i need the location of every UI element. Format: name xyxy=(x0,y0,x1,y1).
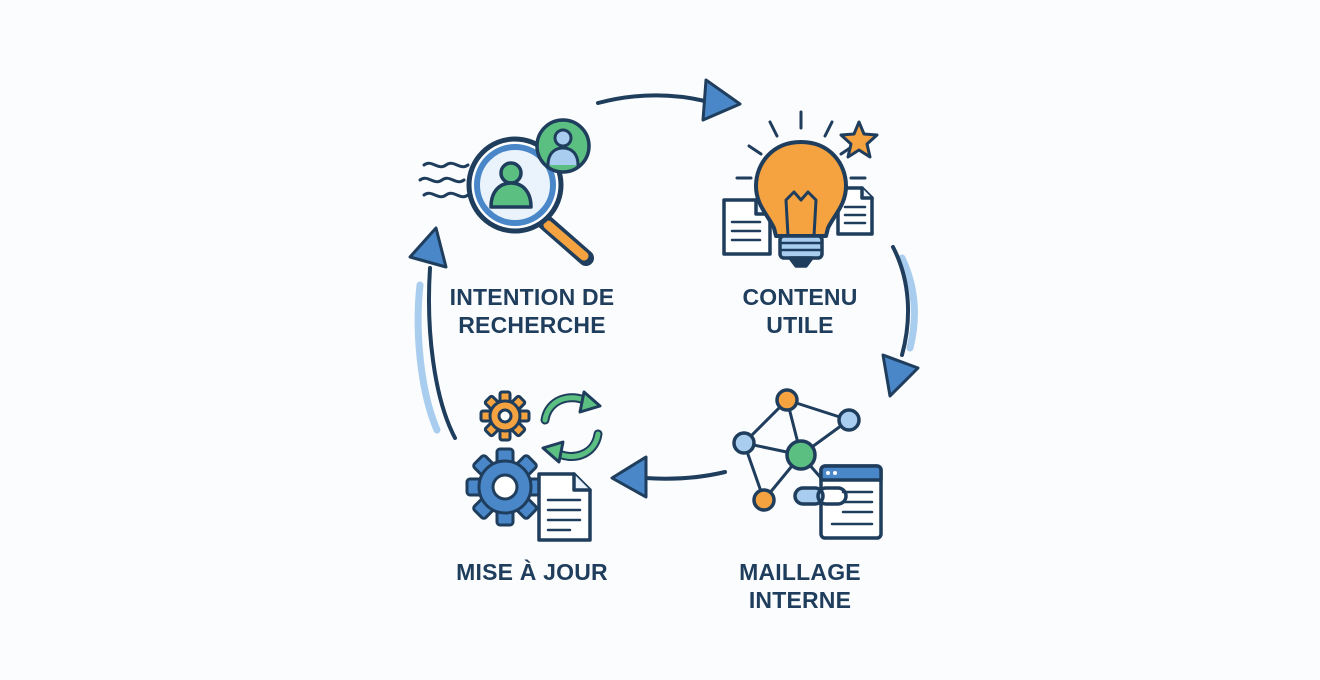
arrow-right-highlight xyxy=(898,254,919,352)
update-icon-group xyxy=(465,390,603,542)
intent-icon-group xyxy=(418,118,594,266)
arrowhead-top xyxy=(701,78,742,122)
document-icon xyxy=(537,472,592,542)
step-label-linking-line1: MAILLAGE xyxy=(739,559,861,585)
user-icon xyxy=(489,161,533,209)
arrow-top xyxy=(596,93,707,105)
arrow-bottom xyxy=(643,470,727,481)
arrow-left xyxy=(427,266,457,440)
cycle-arrows xyxy=(408,78,920,499)
step-label-update-line1: MISE À JOUR xyxy=(456,559,608,585)
link-icon xyxy=(793,486,848,506)
wave-lines-icon xyxy=(418,161,470,199)
light-rays xyxy=(735,110,867,180)
arrowhead-bottom xyxy=(610,455,648,499)
document-icon xyxy=(836,186,874,236)
linking-icon-group xyxy=(732,388,883,540)
gear-icon xyxy=(465,447,545,527)
network-nodes-icon xyxy=(732,388,861,512)
arrow-right xyxy=(891,245,911,357)
lightbulb-icon xyxy=(754,140,848,268)
step-label-intent-line2: RECHERCHE xyxy=(458,312,606,338)
step-label-content-line1: CONTENU xyxy=(742,284,858,310)
step-label-content: CONTENU UTILE xyxy=(700,283,900,339)
step-label-content-line2: UTILE xyxy=(766,312,834,338)
refresh-arrows-icon xyxy=(540,390,603,464)
browser-window-icon xyxy=(819,464,883,540)
arrowhead-right xyxy=(881,353,920,398)
content-icon-group xyxy=(722,110,879,268)
user-bubble-icon xyxy=(535,118,591,174)
gear-icon xyxy=(479,390,531,442)
step-label-intent: INTENTION DE RECHERCHE xyxy=(420,283,644,339)
step-label-update: MISE À JOUR xyxy=(420,558,644,586)
step-label-intent-line1: INTENTION DE xyxy=(449,284,615,310)
step-label-linking-line2: INTERNE xyxy=(748,587,852,613)
arrow-left-highlight xyxy=(414,281,441,434)
arrowhead-left xyxy=(408,226,448,269)
step-label-linking: MAILLAGE INTERNE xyxy=(700,558,900,614)
star-icon xyxy=(839,120,879,159)
